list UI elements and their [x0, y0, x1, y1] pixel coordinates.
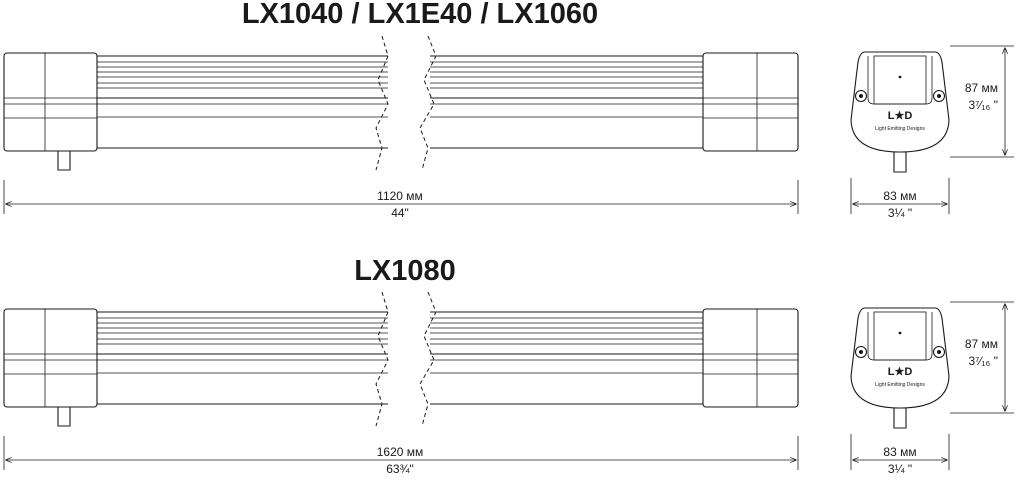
height-imperial-label: 3⁷⁄₁₆ " [968, 354, 998, 368]
side-view-drawing [4, 36, 798, 214]
length-imperial-label: 63¾" [386, 462, 414, 476]
width-metric-label: 83 мм [883, 445, 916, 459]
logo-caption: Light Emitting Designs [875, 382, 925, 388]
model-title: LX1080 [354, 255, 456, 287]
width-metric-label: 83 мм [883, 189, 916, 203]
model-group-2: LX1080 1620 мм 63¾" L★D Light Emitting D… [4, 255, 1014, 476]
height-metric-label: 87 мм [965, 81, 998, 95]
side-view-drawing [4, 292, 798, 470]
logo-caption: Light Emitting Designs [875, 126, 925, 132]
length-metric-label: 1120 мм [377, 189, 423, 203]
logo-mark: L★D [888, 366, 913, 378]
model-group-1: LX1040 / LX1E40 / LX1060 1120 мм 44" L★D… [4, 0, 1014, 220]
logo-mark: L★D [888, 110, 913, 122]
width-imperial-label: 3¼ " [888, 206, 912, 220]
length-imperial-label: 44" [391, 206, 409, 220]
height-metric-label: 87 мм [965, 337, 998, 351]
model-title: LX1040 / LX1E40 / LX1060 [242, 0, 598, 30]
height-imperial-label: 3⁷⁄₁₆ " [968, 98, 998, 112]
length-metric-label: 1620 мм [377, 445, 424, 459]
width-imperial-label: 3¼ " [888, 462, 912, 476]
